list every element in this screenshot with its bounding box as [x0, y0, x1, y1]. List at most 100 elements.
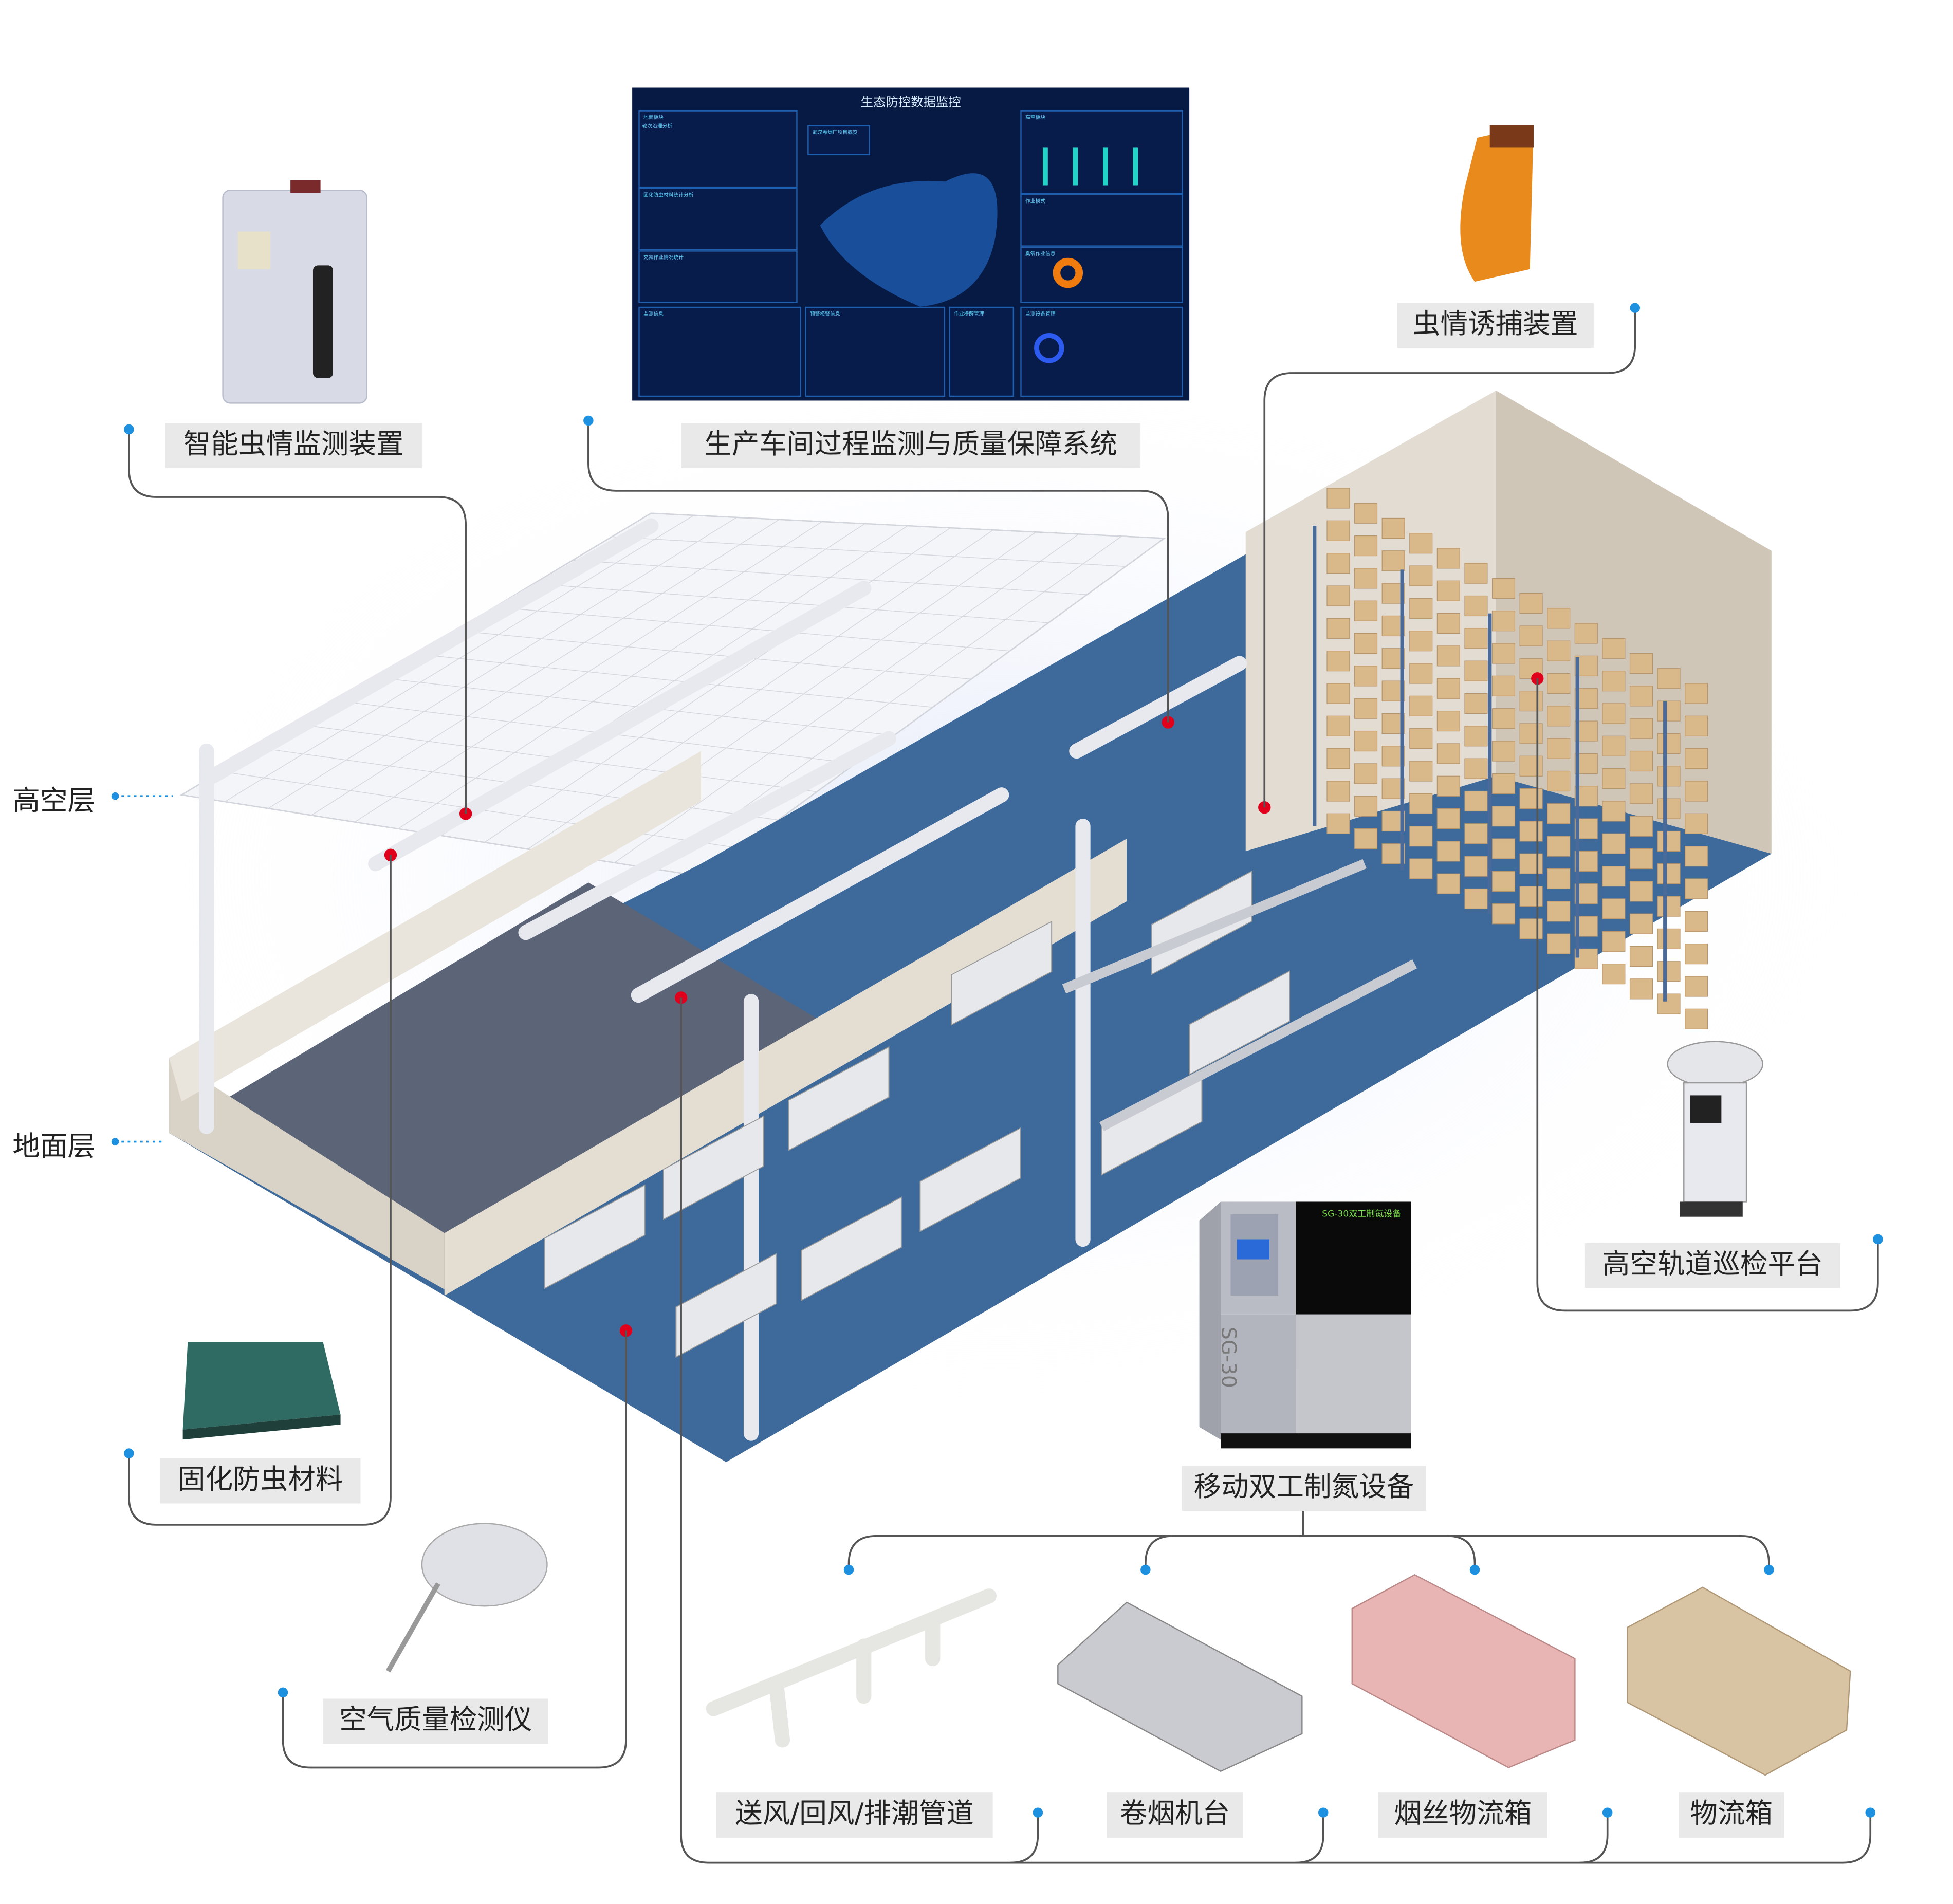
- rack-box: [1464, 823, 1488, 844]
- panel-title: 臭氧作业信息: [1025, 250, 1056, 257]
- rack-box: [1491, 806, 1516, 827]
- rack-box: [1602, 964, 1626, 985]
- rack-box: [1657, 830, 1681, 852]
- device-brand-text: SG-30双工制氮设备: [1322, 1209, 1402, 1219]
- dashboard-panel: 地面板块: [638, 110, 798, 188]
- rack-box: [1436, 548, 1460, 569]
- rack-box: [1436, 580, 1460, 601]
- rack-box: [1326, 585, 1350, 606]
- rack-box: [1547, 608, 1571, 629]
- layer-label-ground: 地面层: [12, 1132, 96, 1163]
- rack-box: [1354, 730, 1378, 752]
- rack-box: [1519, 755, 1543, 777]
- rack-box: [1547, 933, 1571, 954]
- panel-title: 预警报警信息: [810, 310, 840, 317]
- rack-box: [1602, 735, 1626, 756]
- rack-box: [1464, 563, 1488, 584]
- rack-box: [1409, 565, 1433, 586]
- rack-box: [1685, 878, 1708, 899]
- rack-box: [1685, 911, 1708, 932]
- rack-box: [1629, 946, 1653, 967]
- pest-trap-image: [1460, 125, 1534, 282]
- rack-box: [1436, 710, 1460, 732]
- production-machine: [951, 920, 1053, 1026]
- rack-box: [1657, 896, 1681, 917]
- rack-box: [1685, 683, 1708, 704]
- china-map: [820, 173, 998, 307]
- rack-box: [1409, 761, 1433, 782]
- panel-title: 充氮作业情况统计: [643, 254, 684, 261]
- rack-box: [1629, 848, 1653, 870]
- production-machine: [919, 1127, 1021, 1232]
- rack-box: [1657, 798, 1681, 819]
- rack-box: [1547, 706, 1571, 727]
- dashboard-bar: [1043, 147, 1048, 186]
- rack-box: [1436, 678, 1460, 699]
- rack-box: [1685, 1008, 1708, 1029]
- rack-box: [1685, 715, 1708, 736]
- production-machine: [544, 1184, 646, 1289]
- rack-box: [1519, 853, 1543, 874]
- rack-box: [1547, 803, 1571, 824]
- pest-monitor-device-image: [222, 180, 367, 404]
- rack-box: [1629, 718, 1653, 739]
- rack-box: [1519, 886, 1543, 907]
- label-rail-platform: 高空轨道巡检平台: [1584, 1243, 1840, 1288]
- rack-box: [1354, 828, 1378, 849]
- rack-box: [1657, 766, 1681, 787]
- rack-box: [1629, 913, 1653, 934]
- label-logistics-box: 物流箱: [1679, 1792, 1784, 1838]
- rack-box: [1381, 550, 1405, 571]
- label-nitrogen-device: 移动双工制氮设备: [1182, 1466, 1426, 1511]
- rack-box: [1547, 640, 1571, 661]
- rack-box: [1409, 858, 1433, 879]
- rack-box: [1491, 675, 1516, 696]
- rack-box: [1491, 741, 1516, 762]
- rack-box: [1547, 836, 1571, 857]
- rack-box: [1436, 743, 1460, 764]
- rack-box: [1519, 918, 1543, 939]
- rack-box: [1657, 863, 1681, 884]
- rack-box: [1464, 595, 1488, 617]
- rack-box: [1354, 763, 1378, 784]
- rack-box: [1326, 715, 1350, 736]
- label-ducts: 送风/回风/排潮管道: [716, 1792, 993, 1838]
- rack-box: [1491, 708, 1516, 729]
- label-tobacco-box: 烟丝物流箱: [1378, 1792, 1547, 1838]
- rack-box: [1354, 698, 1378, 719]
- dashboard-bar: [1103, 147, 1108, 186]
- back-wall: [169, 751, 702, 1102]
- cigarette-machine-image: [1057, 1601, 1303, 1772]
- rack-box: [1354, 568, 1378, 589]
- rack-box: [1519, 691, 1543, 712]
- connector-dots: [111, 303, 1883, 1818]
- rack-box: [1685, 846, 1708, 867]
- rack-box: [1685, 944, 1708, 965]
- dashboard-panel: 武汉卷烟厂项目概览: [807, 125, 870, 156]
- rack-box: [1354, 503, 1378, 524]
- rack-box: [1602, 768, 1626, 789]
- rack-box: [1685, 748, 1708, 769]
- ozone-donut: [1053, 257, 1083, 288]
- rack-box: [1519, 593, 1543, 614]
- rack-box: [1326, 618, 1350, 639]
- rack-box: [1657, 993, 1681, 1014]
- rack-box: [1519, 625, 1543, 646]
- rack-box: [1629, 653, 1653, 674]
- label-cured-material: 固化防虫材料: [160, 1458, 361, 1504]
- layer-label-high: 高空层: [12, 786, 96, 818]
- rack-box: [1464, 660, 1488, 681]
- rack-box: [1629, 816, 1653, 837]
- dashboard-panel: 臭氧作业信息: [1020, 246, 1183, 303]
- panel-title: 固化防虫材料统计分析: [643, 191, 694, 198]
- rack-box: [1629, 750, 1653, 772]
- rack-box: [1547, 673, 1571, 694]
- rack-box: [1409, 826, 1433, 847]
- rack-box: [1685, 813, 1708, 834]
- rack-box: [1409, 598, 1433, 619]
- rack-box: [1436, 613, 1460, 634]
- rack-box: [1629, 783, 1653, 804]
- rack-box: [1326, 781, 1350, 802]
- rack-box: [1409, 728, 1433, 749]
